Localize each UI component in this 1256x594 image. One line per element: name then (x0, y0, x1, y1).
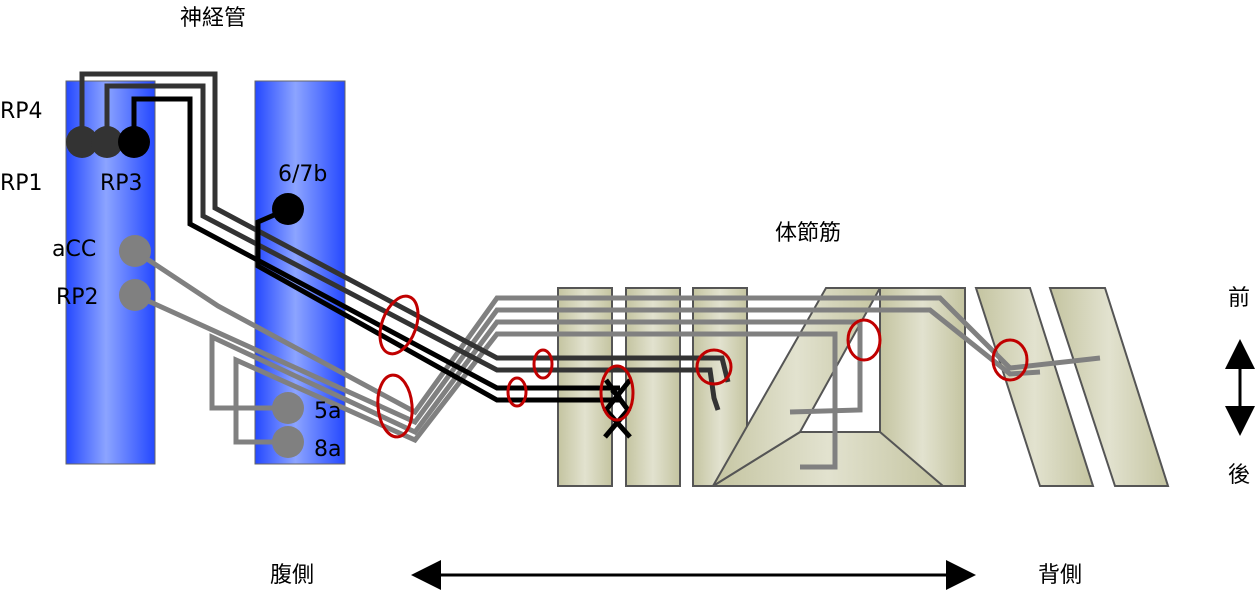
label-rp3: RP3 (100, 171, 143, 196)
muscles (557, 287, 1170, 487)
muscle-7 (974, 287, 1095, 487)
label-posterior: 後 (1228, 463, 1250, 488)
neuron-8a (272, 426, 304, 458)
dark-axons (79, 71, 731, 439)
neural-tube-title: 神経管 (180, 6, 246, 31)
neuron-rp4 (66, 126, 98, 158)
neuron-rp3 (118, 126, 150, 158)
label-rp2: RP2 (56, 285, 99, 310)
neuron-5a (272, 392, 304, 424)
label-rp1: RP1 (0, 171, 43, 196)
label-ventral: 腹側 (270, 563, 314, 588)
neuron-rp2 (119, 279, 151, 311)
synapse-markers (376, 294, 1029, 439)
neuron-6-7b (272, 193, 304, 225)
label-rp4: RP4 (0, 99, 43, 124)
label-anterior: 前 (1228, 286, 1250, 311)
neuron-acc (119, 235, 151, 267)
label-5a: 5a (314, 399, 341, 424)
muscle-8 (1048, 287, 1170, 487)
label-acc: aCC (52, 237, 96, 262)
label-6-7b: 6/7b (278, 162, 327, 187)
label-8a: 8a (314, 437, 341, 462)
neurons (66, 126, 304, 458)
muscle-6 (712, 287, 882, 487)
label-dorsal: 背側 (1038, 563, 1082, 588)
muscle-title: 体節筋 (775, 221, 841, 246)
neuron-rp1 (91, 126, 123, 158)
